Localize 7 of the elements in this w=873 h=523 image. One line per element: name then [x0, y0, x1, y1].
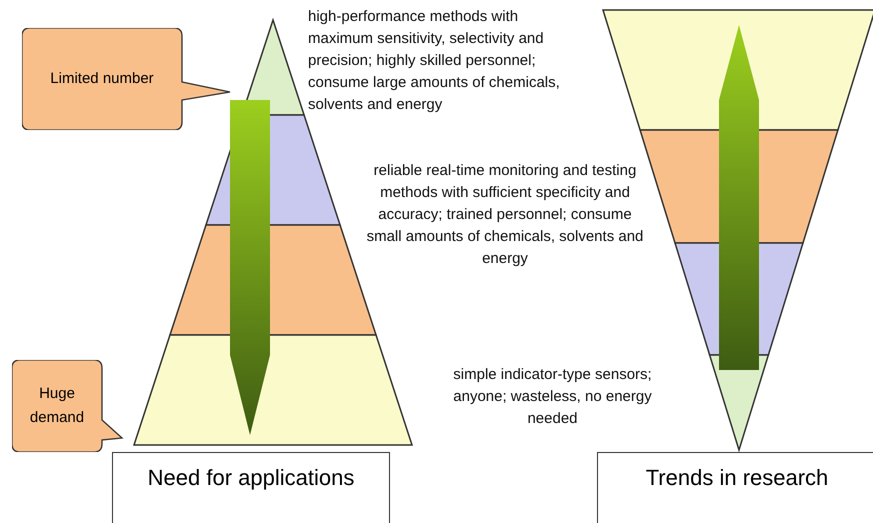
callout-text: Huge demand [28, 384, 86, 428]
description-text: reliable real-time monitoring and testing methods with sufficient specificity and accuracy; trained personnel; consume small amounts of chemicals, solvents and energy [366, 161, 644, 269]
description-text: simple indicator-type sensors; anyone; wasteless, no energy needed [452, 365, 653, 429]
callout-text: Limited number [49, 69, 155, 89]
description-text: high-performance methods with maximum sensitivity, selectivity and precision; highly skilled personnel; consume large amounts of chemicals, solvents and energy [308, 7, 561, 115]
caption-box: Need for applications [112, 452, 390, 523]
caption-box: Trends in research [597, 452, 873, 523]
